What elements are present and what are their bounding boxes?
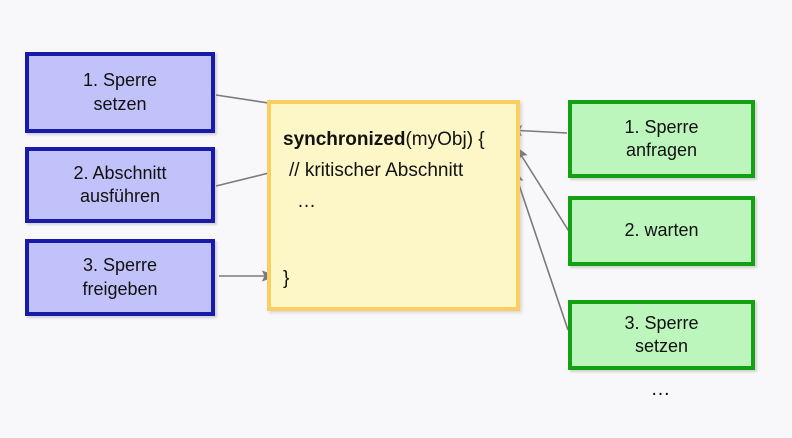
- monitor-box-lock-set[interactable]: 3. Sperre setzen: [568, 300, 755, 370]
- code-line-ellipsis: …: [297, 191, 318, 212]
- step-box-section-run-line2: ausführen: [79, 186, 161, 206]
- step-box-lock-release-line2: freigeben: [82, 278, 158, 299]
- arrow-wait-to-block: [515, 145, 571, 234]
- step-box-section-run-line1: 2. Abschnitt: [73, 162, 167, 183]
- monitor-box-lock-set-line1: 3. Sperre: [624, 312, 699, 333]
- step-box-lock-set[interactable]: 1. Sperre setzen: [25, 52, 215, 133]
- monitor-box-wait-line1: 2. warten: [624, 220, 699, 241]
- step-box-lock-release-line1: 3. Sperre: [82, 255, 158, 276]
- monitor-column-ellipsis: …: [650, 378, 673, 400]
- monitor-box-lock-request-line1: 1. Sperre: [624, 116, 699, 137]
- monitor-box-lock-request[interactable]: 1. Sperre anfragen: [568, 100, 755, 178]
- arrow-set-to-block: [512, 168, 569, 331]
- step-box-section-run[interactable]: 2. Abschnitt ausführen: [25, 147, 215, 223]
- step-box-lock-release[interactable]: 3. Sperre freigeben: [25, 239, 215, 316]
- step-box-lock-set-line1: 1. Sperre: [82, 70, 158, 91]
- step-box-lock-set-line2: setzen: [93, 93, 147, 114]
- monitor-box-lock-request-line2: anfragen: [625, 140, 698, 160]
- code-line-comment: // kritischer Abschnitt: [289, 160, 464, 181]
- monitor-box-wait[interactable]: 2. warten: [568, 196, 755, 266]
- code-line-closing-brace: }: [283, 268, 290, 289]
- code-signature: (myObj) {: [405, 129, 485, 150]
- synchronized-code-block[interactable]: synchronized(myObj) { // kritischer Absc…: [267, 100, 520, 311]
- code-line-synchronized: synchronized(myObj) {: [283, 130, 485, 149]
- code-keyword-synchronized: synchronized: [283, 129, 406, 150]
- monitor-box-lock-set-line2: setzen: [634, 336, 689, 356]
